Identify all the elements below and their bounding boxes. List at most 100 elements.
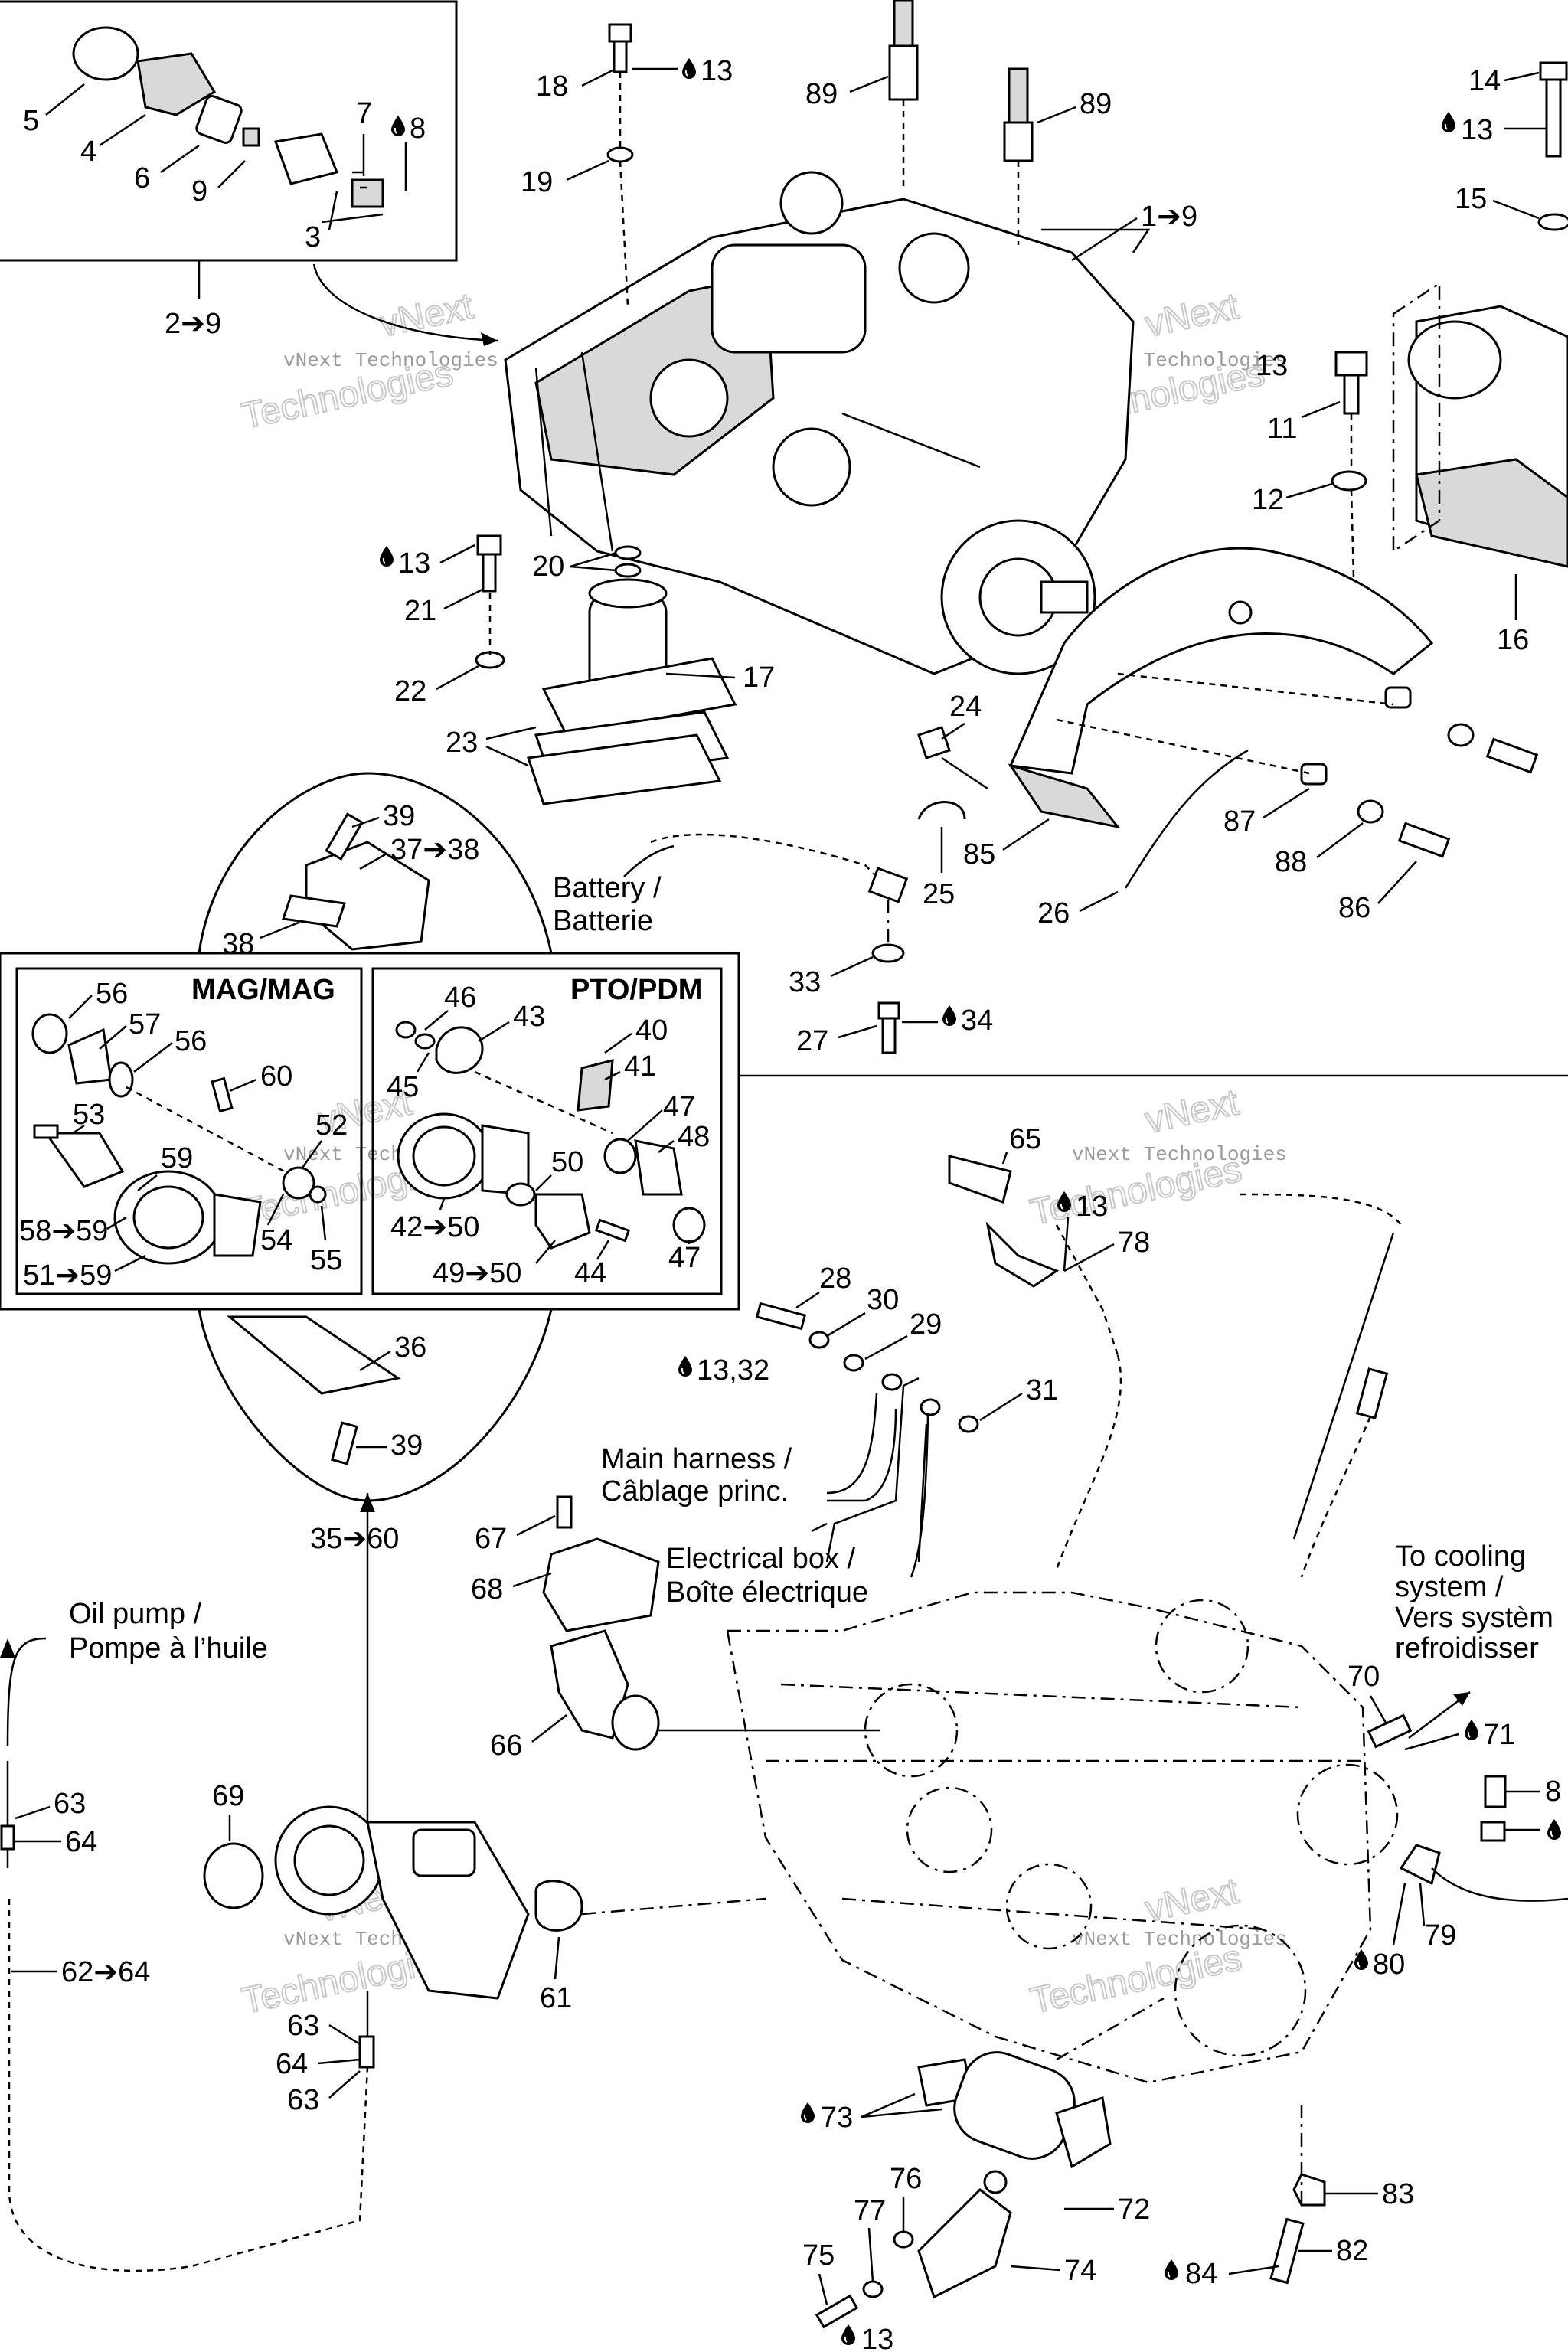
guide-line: [619, 160, 629, 307]
bolt-head-part: [476, 534, 502, 556]
callout-38: 38: [222, 928, 254, 960]
spark-plug-part: [893, 0, 914, 47]
spacer-part: [1300, 763, 1328, 786]
cable-line: [1300, 1416, 1372, 1578]
callout-17: 17: [743, 662, 775, 694]
cable-line: [8, 1899, 369, 2272]
spark-plug-89b: [1003, 67, 1034, 245]
screw-part: [33, 1124, 59, 1139]
callout-74: 74: [1064, 2255, 1096, 2287]
pulley-part: [282, 1166, 315, 1200]
notes: Battery / Batterie Main harness / Câblag…: [69, 844, 1553, 1739]
throttle-body-part: [710, 243, 867, 354]
callout-83: 83: [1382, 2178, 1414, 2210]
cable-end-part: [0, 1824, 15, 1851]
callout-11: 11: [1267, 413, 1297, 445]
callout-78: 78: [1118, 1227, 1150, 1259]
cylinder-phantom: [1296, 1763, 1399, 1866]
note-cooling-fr-2: refroidisser: [1395, 1632, 1539, 1664]
washer-part: [862, 2280, 884, 2298]
callout-47b: 47: [668, 1242, 701, 1274]
liquid-drop-icon: [379, 545, 394, 567]
callout-87: 87: [1223, 805, 1256, 838]
fitting-part: [1367, 1713, 1413, 1749]
callout-37-38: 37➔38: [390, 834, 479, 866]
watermark-text: vNext: [1142, 1082, 1242, 1141]
bolt-part: [1269, 2217, 1305, 2285]
callout-69: 69: [212, 1780, 244, 1812]
callout-75: 75: [802, 2239, 835, 2272]
guide-line: [126, 1086, 299, 1181]
spring-part: [211, 1076, 234, 1113]
panel-pto-frame: [371, 967, 723, 1295]
washer-part: [614, 563, 642, 578]
fitting-part: [1480, 1821, 1506, 1842]
cable-line: [650, 833, 893, 893]
callout-59: 59: [161, 1142, 193, 1174]
starter-end-part: [1055, 2096, 1112, 2169]
engine-assembly: [504, 171, 1151, 675]
cable-line: [1240, 1193, 1402, 1226]
engine-assembly-phantom: [726, 1591, 1399, 2084]
throttle-bore: [132, 1185, 204, 1250]
callout-labels: 5 4 6 9 7 8 3 2➔9 18 13 19 89 89 1➔9 14 …: [11, 55, 1562, 2352]
hardware-86-88-group: [1056, 672, 1539, 858]
harness-wire: [827, 1408, 897, 1502]
callout-89a: 89: [805, 78, 838, 110]
spacer-part: [1384, 686, 1412, 709]
note-cooling-2: system /: [1395, 1571, 1504, 1603]
callout-76: 76: [890, 2163, 922, 2195]
bracket-part: [917, 2188, 1012, 2299]
callout-25: 25: [923, 878, 955, 910]
shim-part: [527, 733, 722, 805]
note-electrical-box: Electrical box /: [666, 1543, 856, 1575]
spark-plug-part: [888, 44, 919, 101]
callout-13d: 13: [1076, 1191, 1108, 1223]
throttle-61-group: [203, 1493, 766, 2000]
callout-67: 67: [475, 1523, 507, 1555]
bolt-part: [556, 1495, 573, 1529]
detail-circle-top: [198, 772, 553, 954]
guide-line: [1392, 281, 1441, 554]
callout-44: 44: [574, 1257, 606, 1289]
callout-48: 48: [678, 1121, 710, 1153]
watermark-text: vNext: [1142, 1870, 1242, 1929]
callout-61: 61: [540, 1982, 572, 2014]
guide-line: [1056, 672, 1394, 775]
starter-bracket-group: [815, 2170, 1012, 2329]
screw-part: [331, 1421, 358, 1465]
screw-part: [325, 812, 364, 861]
callout-14: 14: [1468, 65, 1501, 97]
mount-plate-part: [1415, 458, 1568, 568]
callout-56b: 56: [175, 1025, 207, 1057]
lever-part: [44, 1132, 125, 1188]
callout-58-59: 58➔59: [19, 1215, 108, 1247]
cable-line: [1292, 1232, 1395, 1540]
note-oil-pump: Oil pump /: [69, 1598, 202, 1630]
cylinder-head-cap: [898, 232, 970, 304]
cable-line: [1055, 1224, 1119, 1356]
arrow-icon: [0, 1638, 15, 1658]
callout-16: 16: [1497, 624, 1529, 656]
washer-part: [1357, 799, 1384, 824]
watermark-text: vNext Technologies: [1072, 1143, 1287, 1166]
callout-9: 9: [191, 175, 207, 207]
callout-54: 54: [260, 1224, 292, 1256]
callout-63c: 63: [287, 2084, 319, 2116]
liquid-drop-icon: [1164, 2259, 1179, 2280]
fitting-part: [1484, 1775, 1507, 1808]
callout-4: 4: [80, 136, 96, 168]
liquid-drop-icon: [678, 1355, 693, 1377]
washer-part: [808, 1331, 830, 1349]
washer-part: [958, 1415, 979, 1433]
callout-26: 26: [1037, 897, 1070, 929]
callout-13c: 13: [398, 547, 430, 580]
o-ring-part: [505, 1182, 536, 1207]
nut-part: [1292, 2173, 1326, 2207]
panel-pto-title: PTO/PDM: [570, 974, 702, 1006]
callout-24: 24: [949, 691, 982, 723]
callout-53: 53: [73, 1099, 105, 1131]
engine-mount-rubber: [1407, 320, 1502, 400]
callout-40: 40: [635, 1014, 668, 1047]
cable-line: [1055, 1354, 1122, 1570]
